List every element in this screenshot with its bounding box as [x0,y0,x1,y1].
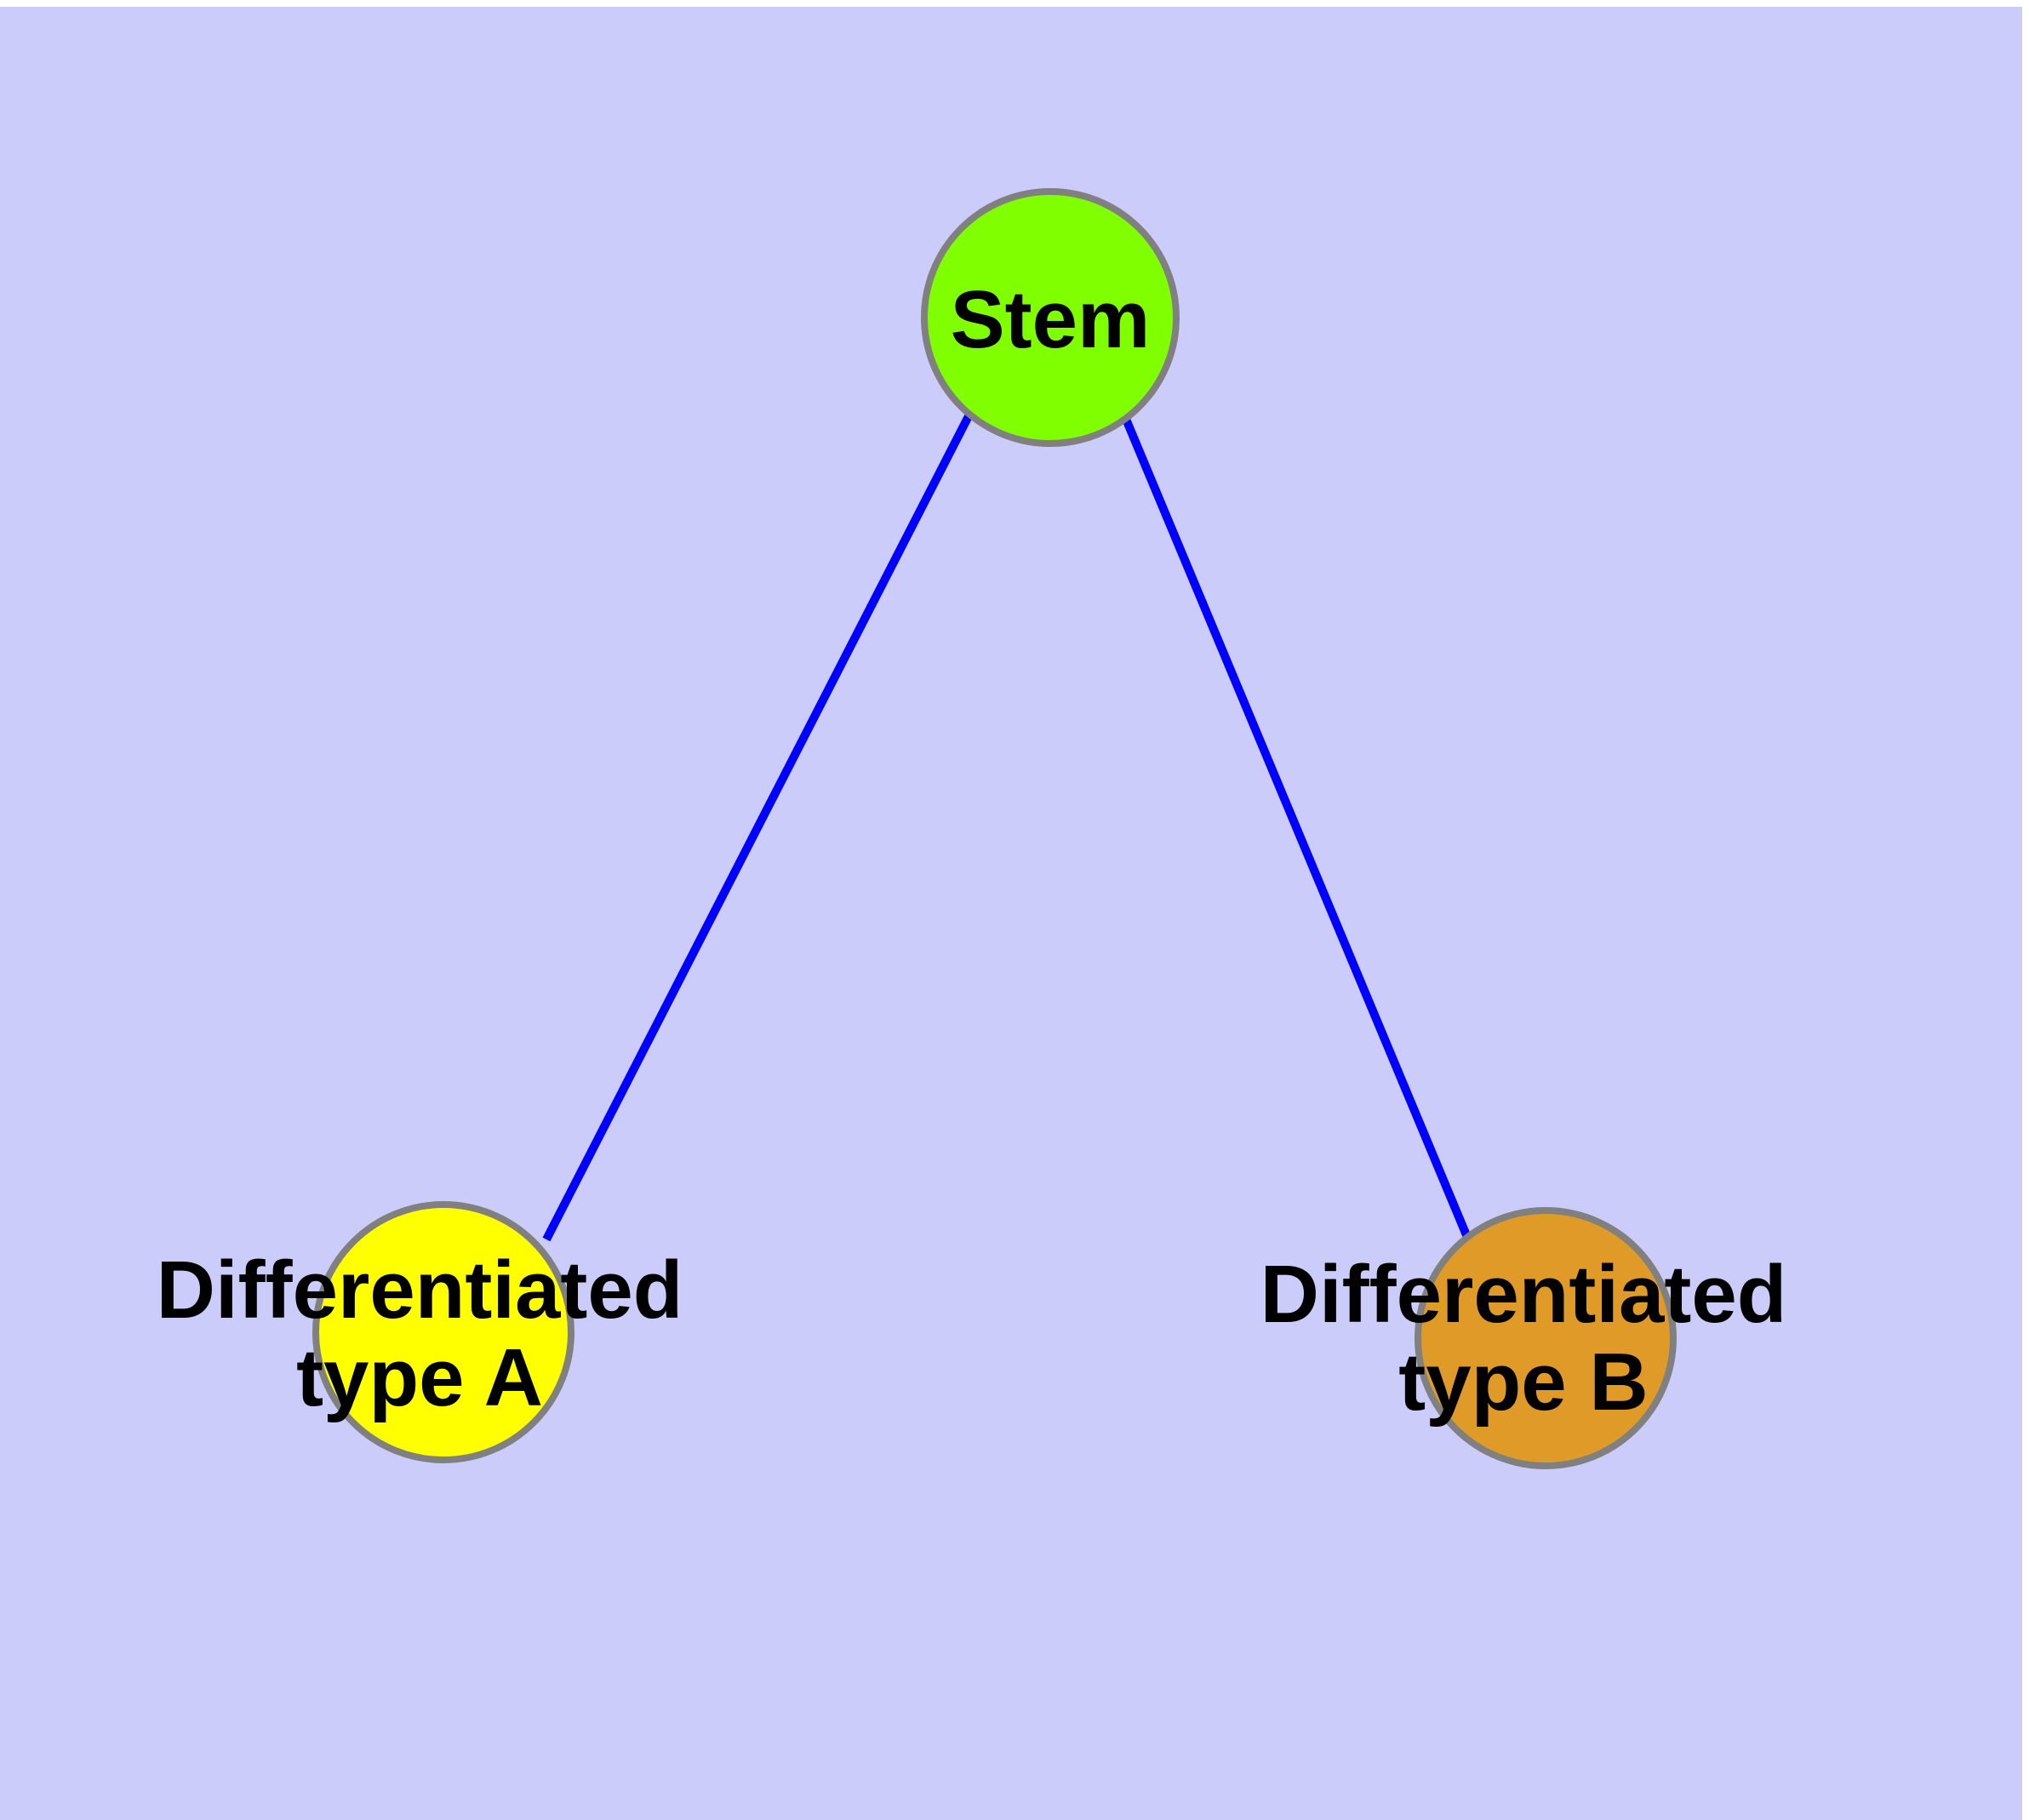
node-diff-b-label-line-1: Differentiated [1260,1249,1787,1340]
node-diff-b-circle[interactable] [1415,1207,1677,1469]
node-diff-a-label-line-1: Differentiated [157,1245,683,1336]
node-stem-label-line-1: Stem [951,274,1151,365]
label-layer: Stem Differentiated type A Differentiate… [157,274,1787,1428]
edge-layer [542,412,1471,1242]
node-diff-a-circle[interactable] [312,1201,574,1463]
node-diff-a-label-line-2: type A [296,1332,543,1423]
edge-stem-to-diff-b[interactable] [1121,415,1471,1237]
node-stem-circle[interactable] [921,188,1180,447]
node-layer [312,188,1677,1469]
edge-stem-to-diff-a[interactable] [542,412,974,1242]
node-diff-b-label-line-2: type B [1398,1336,1648,1428]
